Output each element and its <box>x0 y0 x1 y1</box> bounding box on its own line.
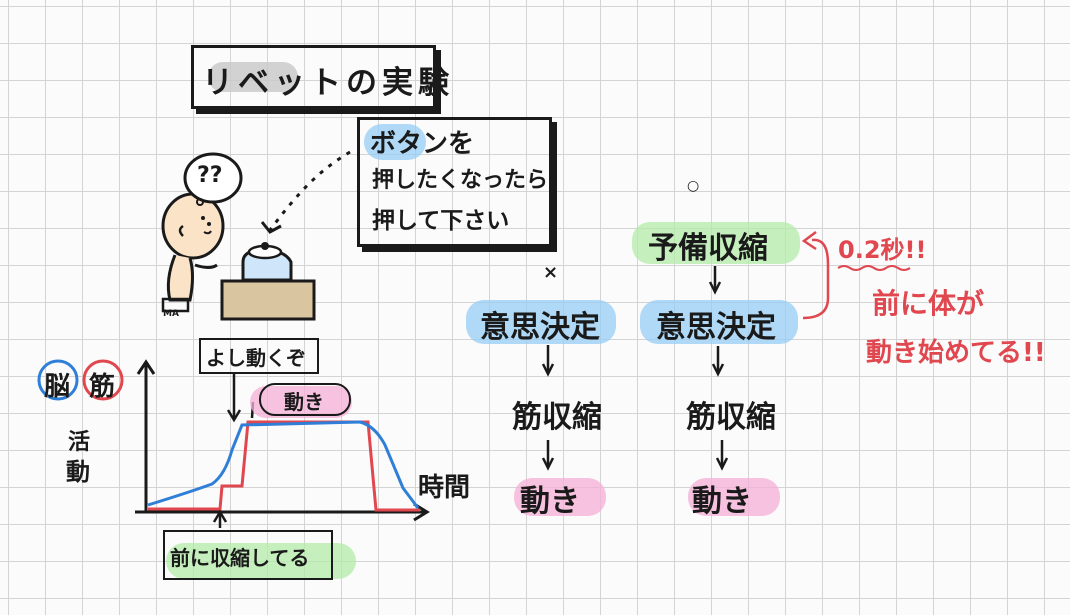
instruction-line-1: ボタンを <box>370 129 475 159</box>
move-callout-box <box>259 383 351 416</box>
flow-right-motion: 動き <box>692 484 752 519</box>
flow-right-decision: 意思決定 <box>656 310 776 345</box>
move-callout-text: 動き <box>284 390 324 414</box>
flow-left-motion: 動き <box>520 484 580 519</box>
title-box <box>191 45 436 109</box>
legend-muscle-ring <box>82 359 124 401</box>
circle-mark: ○ <box>687 178 700 194</box>
red-bracket <box>801 231 911 320</box>
title-highlight <box>208 62 298 92</box>
note-line-2: 動き始めてる!! <box>866 338 1046 368</box>
flow-right-pre-highlight <box>632 222 800 264</box>
legend-brain: 脳 <box>44 372 71 402</box>
instruction-line-2: 押したくなったら <box>372 168 549 193</box>
muscle-curve <box>148 420 420 512</box>
page-title: リベットの実験 <box>202 65 454 101</box>
pre-callout-text: 前に収縮してる <box>170 546 310 570</box>
note-line-1: 前に体が <box>872 287 985 320</box>
stool-badge: MA <box>163 309 179 319</box>
brain-curve <box>147 420 420 509</box>
cross-mark: × <box>543 262 559 283</box>
instruction-box <box>357 117 552 247</box>
flow-left-contraction: 筋収縮 <box>512 400 602 435</box>
instruction-highlight <box>364 124 426 160</box>
flow-right-contraction: 筋収縮 <box>686 400 776 435</box>
flow-left-arrows <box>541 345 555 471</box>
pre-callout-highlight <box>166 543 356 579</box>
flow-right-motion-highlight <box>688 478 780 516</box>
flow-left-decision-highlight <box>466 300 616 344</box>
legend-brain-ring <box>37 359 79 401</box>
y-axis-label-2: 動 <box>66 458 90 486</box>
legend-muscle: 筋 <box>89 372 116 402</box>
flow-right-decision-highlight <box>640 300 798 344</box>
dotted-arrow <box>268 150 351 231</box>
flow-left-decision: 意思決定 <box>480 310 600 345</box>
flow-right-pre: 予備収縮 <box>648 231 768 266</box>
y-axis-label-1: 活 <box>68 430 91 455</box>
note-time: 0.2秒!! <box>838 236 927 264</box>
instruction-line-3: 押して下さい <box>372 208 510 234</box>
person-illustration <box>161 152 316 321</box>
flow-left-motion-highlight <box>514 478 606 516</box>
decide-callout-text: よし動くぞ <box>206 346 306 370</box>
x-axis-label: 時間 <box>418 473 471 503</box>
flow-right-arrows <box>708 266 729 471</box>
thought-text: ?? <box>197 163 223 188</box>
decide-callout-box <box>199 338 319 374</box>
pre-callout-box <box>163 530 333 580</box>
